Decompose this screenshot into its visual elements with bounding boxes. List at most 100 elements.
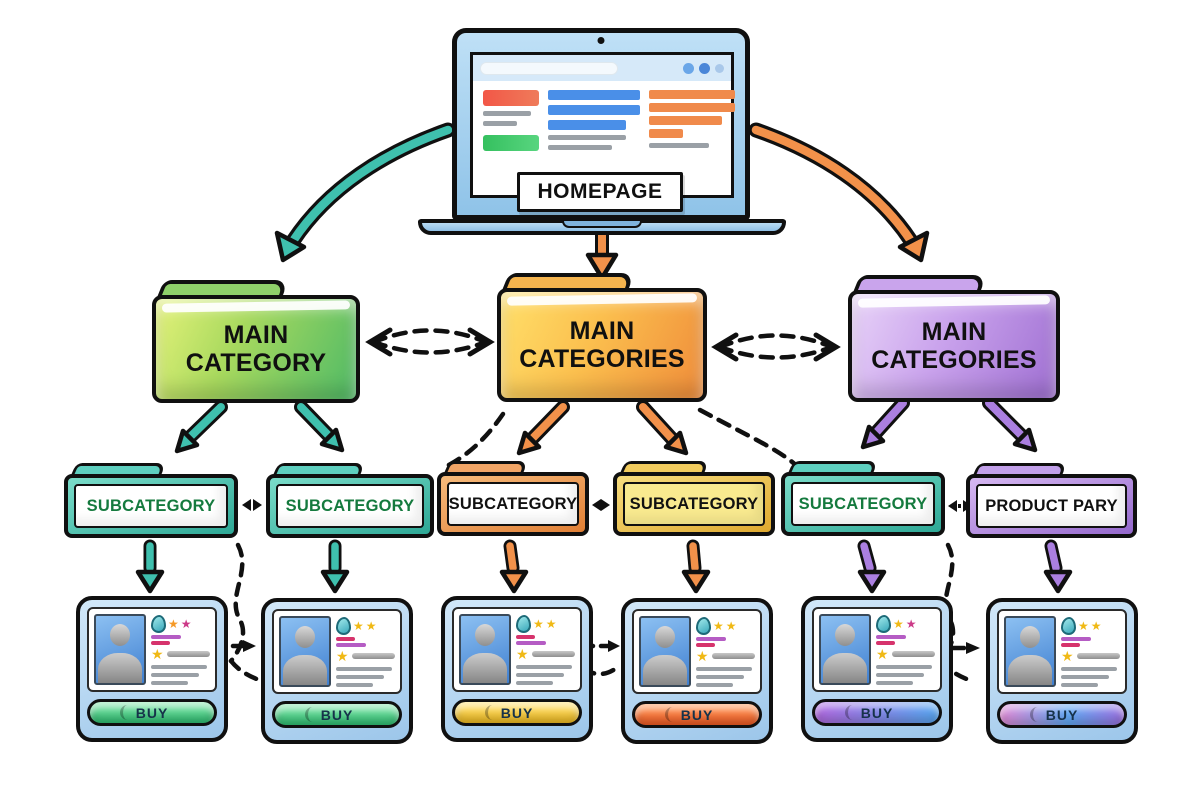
subcategory-label: SUBCATEGORY <box>285 496 415 515</box>
label-panel <box>976 484 1127 528</box>
product-card-1: ★★ ★ BUY <box>76 596 228 742</box>
arrow-homepage-to-category-1 <box>274 122 456 263</box>
text-line <box>483 111 531 116</box>
arrow-sub6-to-card6 <box>1043 539 1073 594</box>
subcategory-node-1: SUBCATEGORY <box>64 463 238 538</box>
mascot-icon <box>151 614 166 633</box>
text-line <box>548 145 613 150</box>
mascot-icon <box>876 614 891 633</box>
label-panel <box>623 482 765 526</box>
rating-line <box>1076 653 1120 659</box>
star-icon: ★ <box>545 616 557 631</box>
highlight-line <box>516 635 535 639</box>
product-card-6: ★★ ★ BUY <box>986 598 1138 744</box>
label-panel <box>791 482 935 526</box>
content-column-right <box>649 90 735 186</box>
main-category-label: MAIN CATEGORY <box>185 321 327 377</box>
homepage-node: HOMEPAGE <box>517 172 683 212</box>
dashed-link-category1-category2 <box>365 327 495 357</box>
person-icon <box>823 653 867 683</box>
person-icon <box>283 655 327 685</box>
dashed-link-category2-category3 <box>711 332 841 362</box>
text-line <box>1061 667 1118 671</box>
subcategory-label: SUBCATEGORY <box>629 494 759 513</box>
mascot-icon <box>696 616 711 635</box>
text-line <box>516 673 565 677</box>
homepage-label: HOMEPAGE <box>537 180 663 203</box>
main-category-label: MAIN CATEGORIES <box>519 317 685 373</box>
rating-line <box>711 653 755 659</box>
dashed-link-category2-to-sub5 <box>697 407 801 470</box>
person-icon <box>475 624 495 646</box>
blue-content-bar <box>548 105 640 115</box>
highlight-line <box>1061 643 1080 647</box>
star-icon: ★ <box>713 618 724 633</box>
star-icon: ★ <box>168 616 179 631</box>
buy-button: BUY <box>452 699 582 726</box>
text-line <box>1061 675 1110 679</box>
folder-body: MAIN CATEGORIES <box>497 288 707 402</box>
folder-body: SUBCATEGORY <box>613 472 775 536</box>
browser-topbar <box>473 55 731 81</box>
highlight-line <box>876 635 906 639</box>
mascot-icon <box>336 616 351 635</box>
text-line <box>336 675 385 679</box>
product-details: ★★ ★ <box>696 616 755 687</box>
product-details: ★★ ★ <box>516 614 575 685</box>
person-icon <box>463 653 507 683</box>
folder-body: SUBCATEGORY <box>437 472 589 536</box>
main-category-label: MAIN CATEGORIES <box>871 318 1037 374</box>
browser-buttons <box>683 62 724 74</box>
rating-line <box>351 653 395 659</box>
star-icon: ★ <box>905 616 917 631</box>
buy-button: BUY <box>272 701 402 728</box>
person-icon <box>295 626 315 648</box>
webcam-dot-icon <box>597 37 605 44</box>
buy-button-label: BUY <box>320 706 354 723</box>
text-line <box>151 673 200 677</box>
person-icon <box>110 624 130 646</box>
buy-button-label: BUY <box>500 704 534 721</box>
highlight-line <box>151 641 170 645</box>
star-icon: ★ <box>893 616 904 631</box>
blue-content-bar <box>548 120 627 130</box>
label-panel <box>74 484 228 528</box>
content-column-left <box>483 90 539 186</box>
rating-line <box>531 651 575 657</box>
folder-body: MAIN CATEGORIES <box>848 290 1060 402</box>
text-line <box>483 121 517 126</box>
subcategory-node-5: SUBCATEGORY <box>781 461 945 536</box>
orange-content-bar <box>649 129 684 138</box>
text-line <box>649 143 710 148</box>
product-image <box>819 614 871 685</box>
orange-content-bar <box>649 90 735 99</box>
product-card-content: ★★ ★ <box>997 609 1127 694</box>
text-line <box>151 665 208 669</box>
browser-mockup <box>470 52 735 198</box>
person-icon <box>643 655 687 685</box>
star-icon: ★ <box>696 648 709 664</box>
browser-button-icon <box>683 62 694 74</box>
main-category-node-2: MAIN CATEGORIES <box>496 273 707 402</box>
folder-body: SUBCATEGORY <box>64 474 238 538</box>
dashed-link-sub1-sub2 <box>242 499 262 511</box>
orange-content-bar <box>649 103 735 112</box>
buy-button: BUY <box>997 701 1127 728</box>
arrow-homepage-to-category-3 <box>748 122 930 263</box>
star-icon: ★ <box>876 646 889 662</box>
person-icon <box>655 626 675 648</box>
arrow-sub4-to-card4 <box>681 539 711 594</box>
text-line <box>696 683 733 687</box>
star-icon: ★ <box>151 646 164 662</box>
buy-button: BUY <box>632 701 762 728</box>
arrow-sub1-to-card1 <box>135 539 165 594</box>
folder-body: SUBCATEGORY <box>781 472 945 536</box>
folder-body: PRODUCT PARY <box>966 474 1137 538</box>
browser-content <box>473 81 735 195</box>
product-image <box>639 616 691 687</box>
person-icon <box>1008 655 1052 685</box>
main-category-node-3: MAIN CATEGORIES <box>847 275 1060 402</box>
person-icon <box>835 624 855 646</box>
product-card-content: ★★ ★ <box>87 607 217 692</box>
